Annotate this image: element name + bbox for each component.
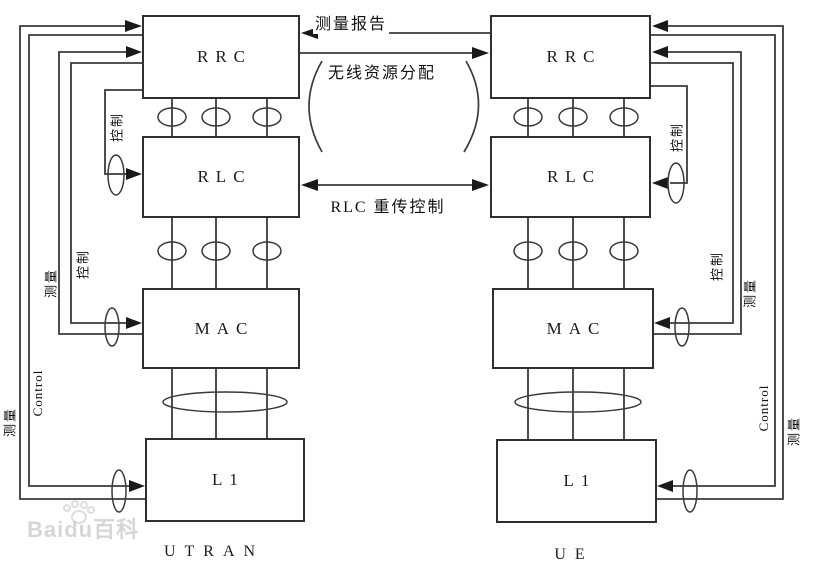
ue-rlc-control-label: 控制	[669, 121, 685, 153]
baidu-watermark: Baidu百科	[27, 517, 140, 542]
utran-mac-measurement-label: 测量	[43, 267, 59, 299]
arrowhead	[652, 177, 668, 189]
arrowhead	[472, 179, 489, 191]
ue-mac-measurement-label: 测量	[742, 277, 758, 309]
utran-rrc-box: RRC	[142, 15, 300, 99]
ue-l1-control-line	[651, 34, 776, 513]
ue-rlc-box: RLC	[490, 136, 651, 218]
ue-l1-control-label: Control	[756, 384, 771, 432]
sap-ellipse	[667, 162, 685, 204]
arrowhead	[652, 20, 668, 32]
arrowhead	[126, 46, 142, 58]
ue-rlc-control-line	[651, 85, 688, 204]
sap-ellipse	[104, 307, 120, 347]
ue-l1-box: L1	[496, 439, 657, 523]
utran-phy-sap-ellipse	[162, 391, 288, 413]
ue-mac-control-label: 控制	[709, 250, 725, 282]
utran-caption: UTRAN	[163, 543, 265, 560]
arrowhead	[301, 179, 318, 191]
ue-rlc-label: RLC	[546, 167, 602, 186]
utran-l1-control-label: Control	[30, 369, 45, 417]
bracket-left	[308, 60, 323, 153]
arrowhead	[652, 46, 668, 58]
utran-mac-label: MAC	[194, 318, 255, 338]
measurement-report-label: 测量报告	[312, 10, 390, 34]
arrowhead	[654, 317, 670, 329]
radio-resource-allocation-brackets	[308, 60, 480, 153]
ue-l1-measurement-label: 测量	[786, 415, 802, 447]
ue-l1-measurement-line	[652, 20, 784, 500]
ue-l1-label: L1	[563, 471, 597, 490]
ue-sap-ellipses	[513, 107, 642, 413]
utran-l1-box: L1	[145, 438, 305, 522]
utran-mac-box: MAC	[142, 288, 300, 369]
ue-phy-sap-ellipse	[514, 391, 642, 413]
sap-ellipse	[107, 154, 125, 196]
utran-sap-lines	[171, 99, 268, 438]
arrowhead	[125, 20, 142, 32]
utran-rlc-box: RLC	[142, 136, 300, 218]
bracket-right	[463, 60, 480, 153]
ue-mac-control-line	[651, 62, 734, 347]
ue-rrc-box: RRC	[490, 15, 651, 99]
utran-rlc-control-line	[104, 89, 142, 196]
ue-sap-lines	[527, 99, 625, 439]
sap-ellipse	[674, 307, 690, 347]
rlc-retransmission-label: RLC 重传控制	[328, 193, 448, 217]
arrowhead	[129, 480, 145, 492]
arrowhead	[126, 168, 142, 180]
ue-mac-measurement-line	[652, 46, 742, 335]
ue-caption: UE	[554, 546, 594, 563]
utran-mac-control-line	[70, 62, 142, 347]
ue-rrc-label: RRC	[546, 47, 602, 66]
utran-l1-measurement-line	[19, 20, 146, 500]
utran-rlc-label: RLC	[197, 167, 252, 186]
arrowhead	[472, 47, 489, 59]
ue-mac-label: MAC	[546, 318, 607, 338]
sap-ellipse	[111, 469, 127, 513]
utran-rlc-control-label: 控制	[109, 111, 125, 143]
arrowhead	[126, 317, 142, 329]
utran-l1-label: L1	[212, 470, 245, 489]
rlc-retransmission-arrow	[301, 179, 489, 191]
utran-rrc-label: RRC	[196, 47, 253, 66]
ue-mac-box: MAC	[492, 288, 654, 369]
utran-mac-measurement-line	[58, 46, 142, 335]
radio-resource-allocation-arrow	[300, 47, 489, 59]
sap-ellipse	[682, 469, 698, 513]
utran-sap-ellipses	[157, 107, 288, 413]
baidu-paw-icon	[63, 500, 95, 524]
utran-l1-control-line	[28, 34, 145, 513]
radio-resource-allocation-label: 无线资源分配	[325, 59, 439, 83]
utran-l1-measurement-label: 测量	[2, 406, 18, 438]
utran-mac-control-label: 控制	[75, 248, 91, 280]
arrowhead	[657, 480, 673, 492]
